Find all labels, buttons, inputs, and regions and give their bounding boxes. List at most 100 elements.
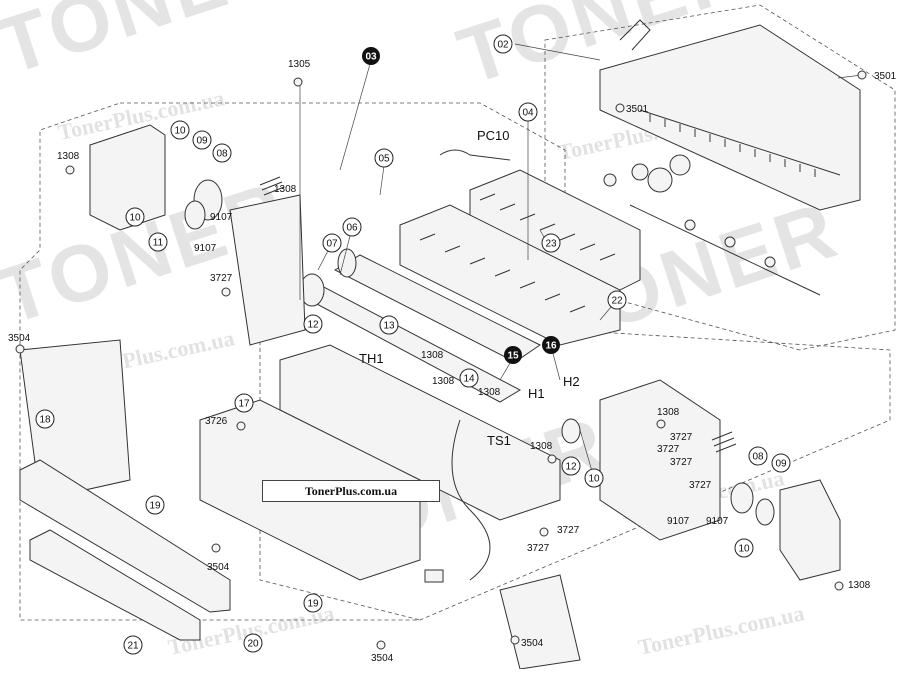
svg-text:10: 10 [174, 126, 186, 137]
part-9107: 9107 [706, 516, 729, 527]
part-1308: 1308 [530, 441, 553, 452]
screw-icon [221, 287, 231, 297]
callout-18: 18 [35, 409, 55, 429]
connector [424, 569, 444, 583]
upper-right-outline [544, 4, 896, 351]
part-1308: 1308 [432, 376, 455, 387]
screw-icon [293, 77, 303, 87]
svg-text:18: 18 [39, 415, 51, 426]
callout-10: 10 [125, 207, 145, 227]
watermark-brand: TONER [0, 0, 299, 91]
callout-03: 03 [362, 47, 380, 65]
part-1305: 1305 [288, 59, 311, 70]
part-1308: 1308 [274, 184, 297, 195]
roller [724, 236, 736, 248]
callout-09: 09 [771, 453, 791, 473]
part-1308: 1308 [848, 580, 871, 591]
svg-text:02: 02 [497, 40, 509, 51]
part-3501: 3501 [874, 71, 897, 82]
callout-10: 10 [734, 538, 754, 558]
callout-14: 14 [459, 368, 479, 388]
screw-icon [547, 454, 557, 464]
part-9107: 9107 [667, 516, 690, 527]
svg-text:12: 12 [565, 462, 577, 473]
sensor-th1: TH1 [359, 351, 384, 366]
callout-11: 11 [148, 232, 168, 252]
callout-09: 09 [192, 130, 212, 150]
roller [684, 219, 696, 231]
side-plate [89, 124, 166, 231]
svg-text:19: 19 [307, 599, 319, 610]
callout-12: 12 [561, 456, 581, 476]
part-3501: 3501 [626, 104, 649, 115]
svg-text:11: 11 [153, 238, 164, 249]
svg-text:20: 20 [247, 639, 259, 650]
svg-text:14: 14 [463, 374, 475, 385]
frame-bracket [619, 19, 651, 51]
screw-icon [211, 543, 221, 553]
comb-edge [639, 109, 841, 176]
screw-icon [15, 344, 25, 354]
part-9107: 9107 [210, 212, 233, 223]
screw-icon [65, 165, 75, 175]
callout-06: 06 [342, 217, 362, 237]
callout-04: 04 [518, 102, 538, 122]
svg-text:23: 23 [545, 239, 557, 250]
gear-08-right [730, 482, 754, 514]
callout-07: 07 [322, 233, 342, 253]
left-side-plate [89, 124, 306, 346]
callout-17: 17 [234, 393, 254, 413]
gear-09 [184, 200, 206, 230]
sensor-labels: PC10 TH1 TS1 H1 H2 [359, 128, 580, 448]
svg-text:09: 09 [775, 459, 787, 470]
svg-text:07: 07 [326, 239, 338, 250]
callout-19: 19 [303, 593, 323, 613]
callout-19: 19 [145, 495, 165, 515]
guide-20 [19, 459, 231, 613]
spring [259, 176, 285, 196]
part-number-labels: 1305 1308 1308 9107 9107 3727 3504 3726 … [8, 59, 897, 664]
part-1308: 1308 [478, 387, 501, 398]
left-frame [229, 194, 306, 346]
svg-text:10: 10 [738, 544, 750, 555]
callout-10: 10 [584, 468, 604, 488]
screw-icon [656, 419, 666, 429]
callouts-black: 03 15 16 [362, 47, 560, 364]
sensor-ts1: TS1 [487, 433, 511, 448]
gear-small [603, 173, 617, 187]
screw-icon [539, 527, 549, 537]
part-3727: 3727 [657, 444, 680, 455]
sensor-h1: H1 [528, 386, 545, 401]
sensor-h2: H2 [563, 374, 580, 389]
part-3727: 3727 [670, 457, 693, 468]
bushing-12 [561, 418, 581, 444]
callout-23: 23 [541, 233, 561, 253]
svg-text:09: 09 [196, 136, 208, 147]
screw-icon [615, 103, 625, 113]
callout-21: 21 [123, 635, 143, 655]
svg-text:10: 10 [588, 474, 600, 485]
screw-icon [834, 581, 844, 591]
screw-icon [236, 421, 246, 431]
frame-plate [599, 24, 861, 211]
shaft [629, 204, 821, 296]
gear-small [631, 163, 649, 181]
callout-12: 12 [303, 314, 323, 334]
svg-text:21: 21 [127, 641, 139, 652]
callout-05: 05 [374, 148, 394, 168]
part-3504: 3504 [521, 638, 544, 649]
callout-10: 10 [170, 120, 190, 140]
lower-guide [399, 204, 621, 346]
roller [764, 256, 776, 268]
comb-teeth [649, 114, 816, 177]
callout-20: 20 [243, 633, 263, 653]
right-side-plate [561, 379, 841, 581]
part-3504: 3504 [207, 562, 230, 573]
screw-icon [376, 640, 386, 650]
callout-02: 02 [493, 34, 513, 54]
svg-text:04: 04 [522, 108, 534, 119]
frame-18 [19, 339, 131, 501]
watermark-site: TonerPlus.com.ua [636, 600, 807, 660]
screw-icon [857, 70, 867, 80]
